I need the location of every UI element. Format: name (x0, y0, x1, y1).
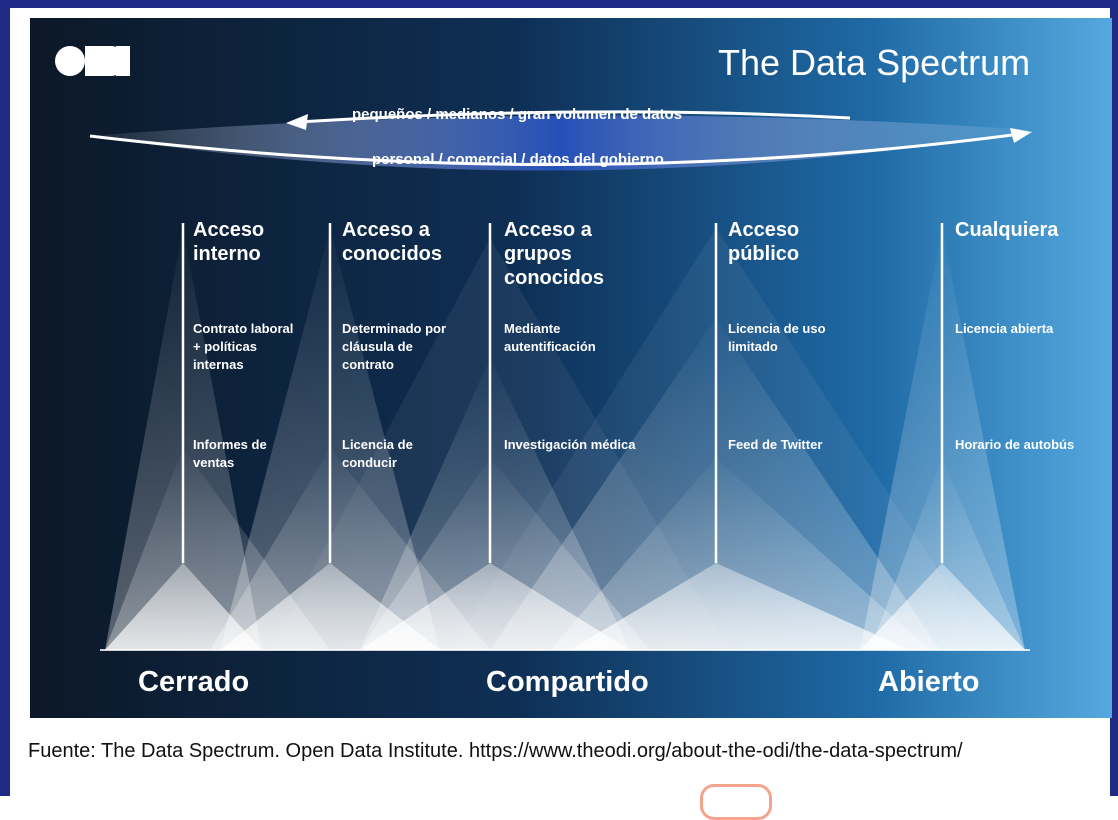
column-example: Horario de autobús (955, 437, 1075, 452)
column-example: Investigación médica (504, 437, 636, 452)
column-policy: Licencia abierta (955, 321, 1054, 336)
label-closed: Cerrado (138, 666, 250, 698)
column-heading: Acceso público (728, 219, 800, 265)
column-heading: Cualquiera (955, 219, 1059, 241)
diagram-graphics (30, 18, 1112, 718)
arrow-label-bottom: personal / comercial / datos del gobiern… (372, 151, 664, 168)
column-heading: Acceso interno (193, 219, 265, 265)
arrow-right-head (1010, 128, 1032, 143)
arrow-right-line (89, 132, 1021, 167)
floating-badge[interactable] (700, 784, 772, 820)
column-heading: Acceso a grupos conocidos (504, 219, 605, 289)
column-policy: Determinado por cláusula de contrato (342, 321, 447, 372)
source-caption: Fuente: The Data Spectrum. Open Data Ins… (28, 740, 963, 762)
column-lines (181, 223, 944, 563)
column-policy: Contrato laboral + políticas internas (193, 321, 294, 372)
column-example: Informes de ventas (193, 437, 267, 470)
odi-logo (55, 46, 130, 76)
column-policy: Mediante autentificación (504, 321, 596, 354)
diagram-title: The Data Spectrum (718, 42, 1031, 83)
base-triangles (105, 563, 1025, 650)
column-example: Feed de Twitter (728, 437, 823, 452)
column-policy: Licencia de uso limitado (728, 321, 826, 354)
arrow-left-head (286, 114, 308, 130)
label-shared: Compartido (486, 666, 649, 698)
column-example: Licencia de conducir (342, 437, 413, 470)
label-open: Abierto (878, 666, 980, 698)
data-spectrum-diagram: The Data Spectrum pequeños / medianos / … (30, 18, 1112, 718)
arrow-label-top: pequeños / medianos / gran volumen de da… (352, 106, 683, 123)
column-heading: Acceso a conocidos (342, 219, 443, 265)
arrow-left-line (297, 110, 851, 124)
